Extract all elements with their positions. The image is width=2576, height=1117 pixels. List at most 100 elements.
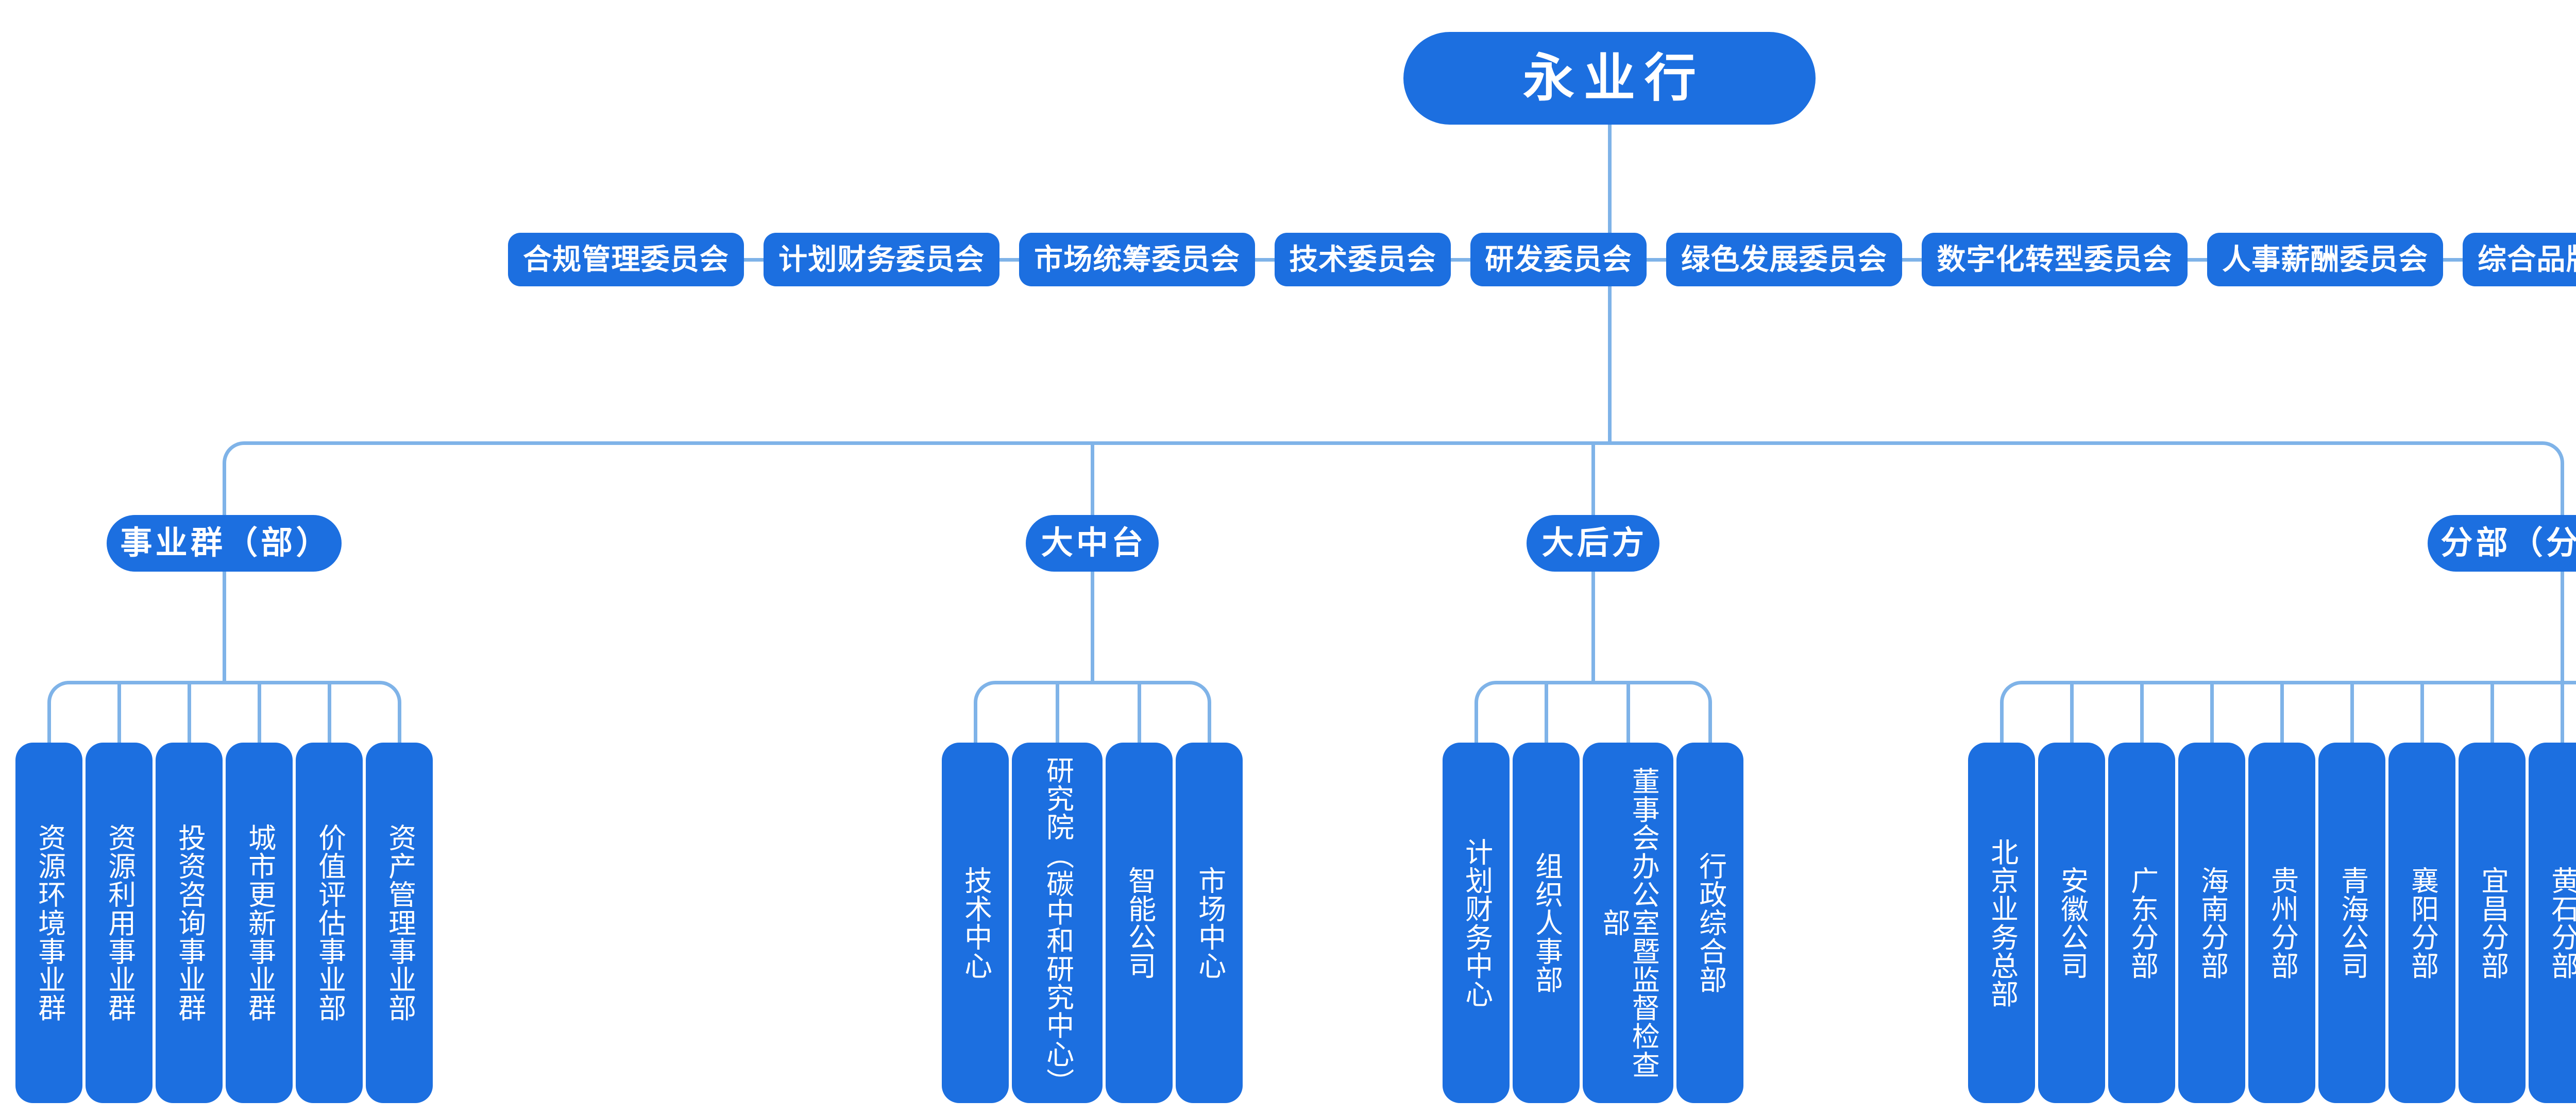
connector-line (2210, 682, 2214, 743)
leaf-node[interactable]: 组织人事部 (1513, 743, 1580, 1103)
committee-label: 计划财务委员会 (778, 243, 985, 276)
leaf-node[interactable]: 青海公司 (2318, 743, 2385, 1103)
connector-line (744, 257, 764, 262)
connector-line (2280, 682, 2284, 743)
leaf-node-label: 青海公司 (2336, 866, 2368, 980)
leaf-node-label: 计划财务中心 (1461, 837, 1492, 1008)
leaf-node-label: 资源利用事业群 (104, 823, 135, 1022)
leaf-node[interactable]: 广东分部 (2108, 743, 2175, 1103)
connector-line (1708, 704, 1712, 743)
connector-elbow (47, 680, 71, 704)
connector-line (973, 704, 977, 743)
leaf-node-label: 襄阳分部 (2406, 866, 2438, 980)
leaf-node[interactable]: 城市更新事业群 (226, 743, 293, 1103)
connector-line (1999, 704, 2004, 743)
leaf-node[interactable]: 研究院（碳中和研究中心） (1012, 743, 1103, 1103)
committee-chip[interactable]: 合规管理委员会 (508, 233, 744, 286)
committee-chip[interactable]: 数字化转型委员会 (1922, 233, 2188, 286)
leaf-node-label: 董事会办公室暨监督检查部 (1598, 767, 1659, 1079)
leaf-node-label: 投资咨询事业群 (174, 823, 205, 1022)
connector-line (1647, 257, 1666, 262)
leaf-node[interactable]: 投资咨询事业群 (156, 743, 223, 1103)
connector-elbow (378, 680, 401, 704)
leaf-node[interactable]: 宜昌分部 (2459, 743, 2526, 1103)
committee-chip[interactable]: 技术委员会 (1275, 233, 1451, 286)
leaf-node[interactable]: 北京业务总部 (1968, 743, 2035, 1103)
committee-label: 市场统筹委员会 (1034, 243, 1240, 276)
leaf-node-label: 价值评估事业部 (314, 823, 345, 1022)
leaf-node[interactable]: 襄阳分部 (2388, 743, 2455, 1103)
leaf-node[interactable]: 技术中心 (942, 743, 1009, 1103)
connector-line (246, 441, 2540, 445)
connector-line (1607, 286, 1612, 443)
leaf-node[interactable]: 计划财务中心 (1443, 743, 1510, 1103)
group-header[interactable]: 事业群（部） (107, 515, 342, 572)
group-header-label: 大中台 (1041, 525, 1147, 561)
connector-line (2560, 572, 2564, 682)
connector-line (2490, 682, 2494, 743)
connector-line (117, 682, 121, 743)
connector-line (1607, 125, 1612, 233)
connector-line (999, 257, 1019, 262)
leaf-node[interactable]: 资源环境事业群 (15, 743, 82, 1103)
leaf-node[interactable]: 价值评估事业部 (296, 743, 363, 1103)
committee-chip[interactable]: 综合品牌委员会 (2463, 233, 2576, 286)
committee-chip[interactable]: 市场统筹委员会 (1019, 233, 1255, 286)
committee-label: 人事薪酬委员会 (2222, 243, 2428, 276)
connector-line (1591, 572, 1595, 682)
committee-chip[interactable]: 研发委员会 (1470, 233, 1647, 286)
committee-label: 综合品牌委员会 (2478, 243, 2576, 276)
connector-line (1255, 257, 1275, 262)
group-header[interactable]: 大中台 (1026, 515, 1159, 572)
leaf-node[interactable]: 黄石分部 (2529, 743, 2576, 1103)
connector-line (222, 572, 226, 682)
leaf-node-label: 组织人事部 (1531, 852, 1562, 994)
connector-line (1451, 257, 1470, 262)
group-header[interactable]: 大后方 (1527, 515, 1659, 572)
committee-chip[interactable]: 人事薪酬委员会 (2207, 233, 2443, 286)
connector-line (2140, 682, 2144, 743)
leaf-node[interactable]: 海南分部 (2178, 743, 2245, 1103)
connector-line (1474, 704, 1478, 743)
connector-line (2560, 682, 2564, 743)
connector-line (222, 465, 226, 515)
group-header-label: 分部（分公司） (2441, 525, 2576, 561)
leaf-node[interactable]: 董事会办公室暨监督检查部 (1583, 743, 1673, 1103)
connector-elbow (222, 441, 246, 465)
committee-label: 合规管理委员会 (523, 243, 729, 276)
connector-elbow (2540, 441, 2564, 465)
connector-line (1055, 682, 1059, 743)
leaf-node[interactable]: 市场中心 (1176, 743, 1243, 1103)
leaf-node[interactable]: 智能公司 (1106, 743, 1173, 1103)
committee-chip[interactable]: 绿色发展委员会 (1666, 233, 1902, 286)
leaf-node-label: 智能公司 (1124, 866, 1155, 980)
connector-elbow (973, 680, 997, 704)
leaf-node-label: 技术中心 (960, 866, 991, 980)
root-node-yongyexing[interactable]: 永业行 (1403, 32, 1816, 125)
leaf-node-label: 研究院（碳中和研究中心） (1042, 756, 1073, 1096)
leaf-node-label: 广东分部 (2126, 866, 2158, 980)
leaf-node[interactable]: 安徽公司 (2038, 743, 2105, 1103)
connector-line (2188, 257, 2207, 262)
committee-label: 研发委员会 (1485, 243, 1632, 276)
group-header-label: 大后方 (1541, 525, 1648, 561)
connector-line (2350, 682, 2354, 743)
connector-line (2023, 680, 2576, 684)
leaf-node[interactable]: 资源利用事业群 (86, 743, 152, 1103)
leaf-node-label: 行政综合部 (1694, 852, 1726, 994)
connector-line (257, 682, 261, 743)
leaf-node[interactable]: 贵州分部 (2248, 743, 2315, 1103)
committee-chip[interactable]: 计划财务委员会 (764, 233, 999, 286)
committee-label: 绿色发展委员会 (1681, 243, 1887, 276)
group-header[interactable]: 分部（分公司） (2428, 515, 2576, 572)
connector-line (1207, 704, 1211, 743)
connector-line (1090, 443, 1094, 515)
connector-line (1137, 682, 1141, 743)
connector-line (1902, 257, 1922, 262)
leaf-node[interactable]: 资产管理事业部 (366, 743, 433, 1103)
connector-line (397, 704, 401, 743)
connector-line (1498, 680, 1688, 684)
connector-line (2070, 682, 2074, 743)
leaf-node[interactable]: 行政综合部 (1676, 743, 1743, 1103)
leaf-node-label: 资产管理事业部 (384, 823, 415, 1022)
